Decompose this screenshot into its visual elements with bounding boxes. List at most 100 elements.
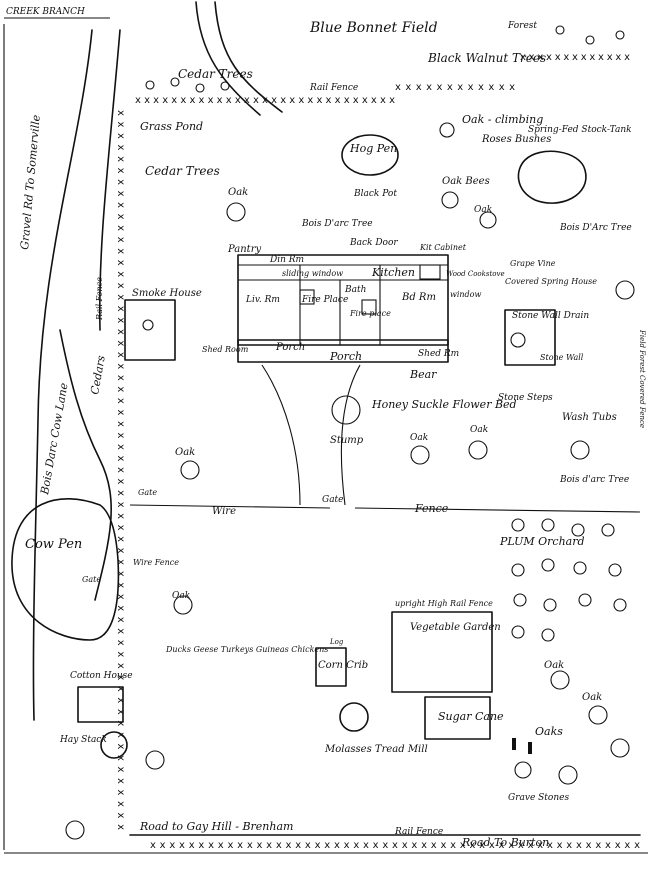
label-smoke-house: Smoke House bbox=[132, 288, 202, 299]
oak-tree-icon bbox=[441, 191, 459, 209]
gravel-road-edge-right bbox=[98, 29, 121, 331]
label-blue-bonnet-field: Blue Bonnet Field bbox=[309, 20, 438, 36]
oak-tree-icon bbox=[610, 738, 630, 758]
label-side-note: Field Forest Covered Fence bbox=[638, 329, 646, 428]
label-bois-darc-tree-2: Bois D'Arc Tree bbox=[559, 223, 632, 233]
label-sugar-cane: Sugar Cane bbox=[438, 710, 504, 723]
hay-stack-icon bbox=[100, 731, 128, 759]
label-fence: Fence bbox=[414, 502, 449, 515]
oak-tree-icon bbox=[173, 595, 193, 615]
rail-fence-bottom: xxxxxxxxxxxxxxxxxxxxxxxxxxxxxxxxxxxxxxxx… bbox=[150, 840, 640, 851]
spring-house-box bbox=[504, 309, 556, 366]
label-din-rm: Din Rm bbox=[269, 255, 304, 265]
label-shed-rm-right: Shed Rm bbox=[418, 349, 459, 359]
label-bois-darc-tree-3: Bois d'arc Tree bbox=[559, 475, 629, 485]
label-cedar-trees-top: Cedar Trees bbox=[178, 67, 253, 81]
fireplace-1-box bbox=[299, 289, 315, 305]
label-vegetable-garden: Vegetable Garden bbox=[410, 622, 501, 633]
label-porch: Porch bbox=[329, 350, 362, 363]
corn-crib-box bbox=[315, 647, 347, 687]
cow-pen-boundary bbox=[11, 498, 120, 641]
label-liv-rm: Liv. Rm bbox=[245, 295, 280, 305]
label-bois-darc-tree-1: Bois D'arc Tree bbox=[301, 219, 373, 229]
label-molasses-tread-mill: Molasses Tread Mill bbox=[324, 744, 428, 755]
label-gate-1: Gate bbox=[138, 488, 157, 497]
oak-tree-icon bbox=[588, 705, 608, 725]
wire-fence-line bbox=[129, 504, 641, 513]
label-spring-house: Covered Spring House bbox=[505, 277, 597, 286]
label-stump: Stump bbox=[330, 435, 364, 446]
label-honeysuckle-flower-bed: Honey Suckle Flower Bed bbox=[371, 398, 517, 411]
cow-lane-edge bbox=[59, 329, 112, 601]
tree-markers bbox=[65, 122, 635, 840]
sugar-cane-box bbox=[424, 696, 491, 740]
fence-marks-top-3: xxxxxxxxxxxxx bbox=[520, 52, 630, 63]
front-yard-path bbox=[261, 364, 361, 506]
label-plum-orchard: PLUM Orchard bbox=[499, 535, 585, 548]
label-stone-steps: Stone Steps bbox=[498, 393, 553, 403]
fireplace-2-box bbox=[361, 299, 377, 315]
fence-marks-bottom: xxxxxxxxxxxxxxxxxxxxxxxxxxxxxxxxxxxxxxxx… bbox=[150, 840, 640, 851]
label-hog-pen: Hog Pen bbox=[349, 142, 397, 155]
label-stock-tank: Spring-Fed Stock-Tank bbox=[528, 125, 632, 135]
stump-icon bbox=[331, 395, 361, 425]
label-sliding-window: sliding window bbox=[282, 269, 343, 278]
grave-stone-icon bbox=[558, 765, 578, 785]
label-porch-top: Porch bbox=[275, 342, 305, 353]
label-grave-stones: Grave Stones bbox=[508, 793, 569, 803]
fence-marks-top: xxxxxxxxxxxxxxxxxxxxxxxxxxxxx bbox=[135, 95, 395, 106]
label-cedars: Cedars bbox=[88, 354, 108, 395]
house-plan bbox=[237, 254, 449, 506]
label-oak-bees: Oak Bees bbox=[442, 176, 490, 187]
label-cotton-house: Cotton House bbox=[70, 671, 133, 681]
label-wire-fence: Wire Fence bbox=[133, 558, 179, 567]
smoke-house-pot-icon bbox=[142, 319, 154, 331]
fence-marks-vertical: xxxxxxxxxxxxxxxxxxxxxxxxxxxxxxxxxxxxxxxx… bbox=[115, 110, 126, 830]
oak-tree-icon bbox=[479, 211, 497, 229]
plum-orchard-trees bbox=[511, 518, 627, 642]
label-wire: Wire bbox=[212, 506, 236, 517]
cookstove-box bbox=[419, 264, 441, 280]
gravel-road-edge-left bbox=[32, 29, 93, 721]
tree-icon bbox=[65, 820, 85, 840]
label-grass-pond: Grass Pond bbox=[140, 120, 203, 133]
smoke-house-box bbox=[124, 299, 176, 361]
label-oak-6: Oak bbox=[172, 591, 190, 601]
tree-icon bbox=[570, 440, 590, 460]
tread-mill-icon bbox=[339, 702, 369, 732]
vegetable-garden-box bbox=[391, 611, 493, 693]
creek-branch bbox=[214, 1, 283, 113]
rail-fence-vertical: xxxxxxxxxxxxxxxxxxxxxxxxxxxxxxxxxxxxxxxx… bbox=[115, 110, 126, 830]
label-rail-fence-left: Rail Fence bbox=[95, 277, 104, 321]
oak-tree-icon bbox=[410, 445, 430, 465]
oak-tree-icon bbox=[468, 440, 488, 460]
label-bear: Bear bbox=[409, 368, 437, 381]
tree-icon bbox=[615, 280, 635, 300]
label-rail-fence-bottom: Rail Fence bbox=[394, 827, 443, 837]
label-oak-5: Oak bbox=[175, 447, 195, 458]
label-forest: Forest bbox=[507, 21, 537, 31]
porch-outline bbox=[237, 339, 449, 363]
spring-icon bbox=[510, 332, 526, 348]
top-bushes bbox=[145, 25, 625, 93]
oak-tree-icon bbox=[226, 202, 246, 222]
grave-stone-slabs bbox=[512, 738, 532, 754]
label-oak-3: Oak bbox=[410, 433, 428, 443]
label-bd-rm: Bd Rm bbox=[401, 292, 436, 303]
label-hay-stack: Hay Stack bbox=[59, 735, 107, 745]
house-walls bbox=[238, 264, 448, 345]
label-oak-2: Oak bbox=[474, 205, 492, 215]
label-oak-4: Oak bbox=[470, 425, 488, 435]
label-oaks: Oaks bbox=[535, 725, 563, 738]
label-bath: Bath bbox=[344, 285, 366, 295]
fence-marks-top-2: xxxxxxxxxxxx bbox=[395, 82, 515, 93]
creek-branch-bank bbox=[195, 1, 261, 116]
stock-tank-shape bbox=[517, 150, 587, 204]
label-oak-1: Oak bbox=[228, 187, 248, 198]
label-shed-room-left: Shed Room bbox=[202, 345, 249, 354]
oak-tree-icon bbox=[439, 122, 455, 138]
oak-tree-icon bbox=[550, 670, 570, 690]
label-roses-bushes: Roses Bushes bbox=[481, 134, 551, 145]
label-oak-climbing: Oak - climbing bbox=[462, 113, 543, 126]
label-fire-place-2: Fire place bbox=[349, 309, 391, 318]
